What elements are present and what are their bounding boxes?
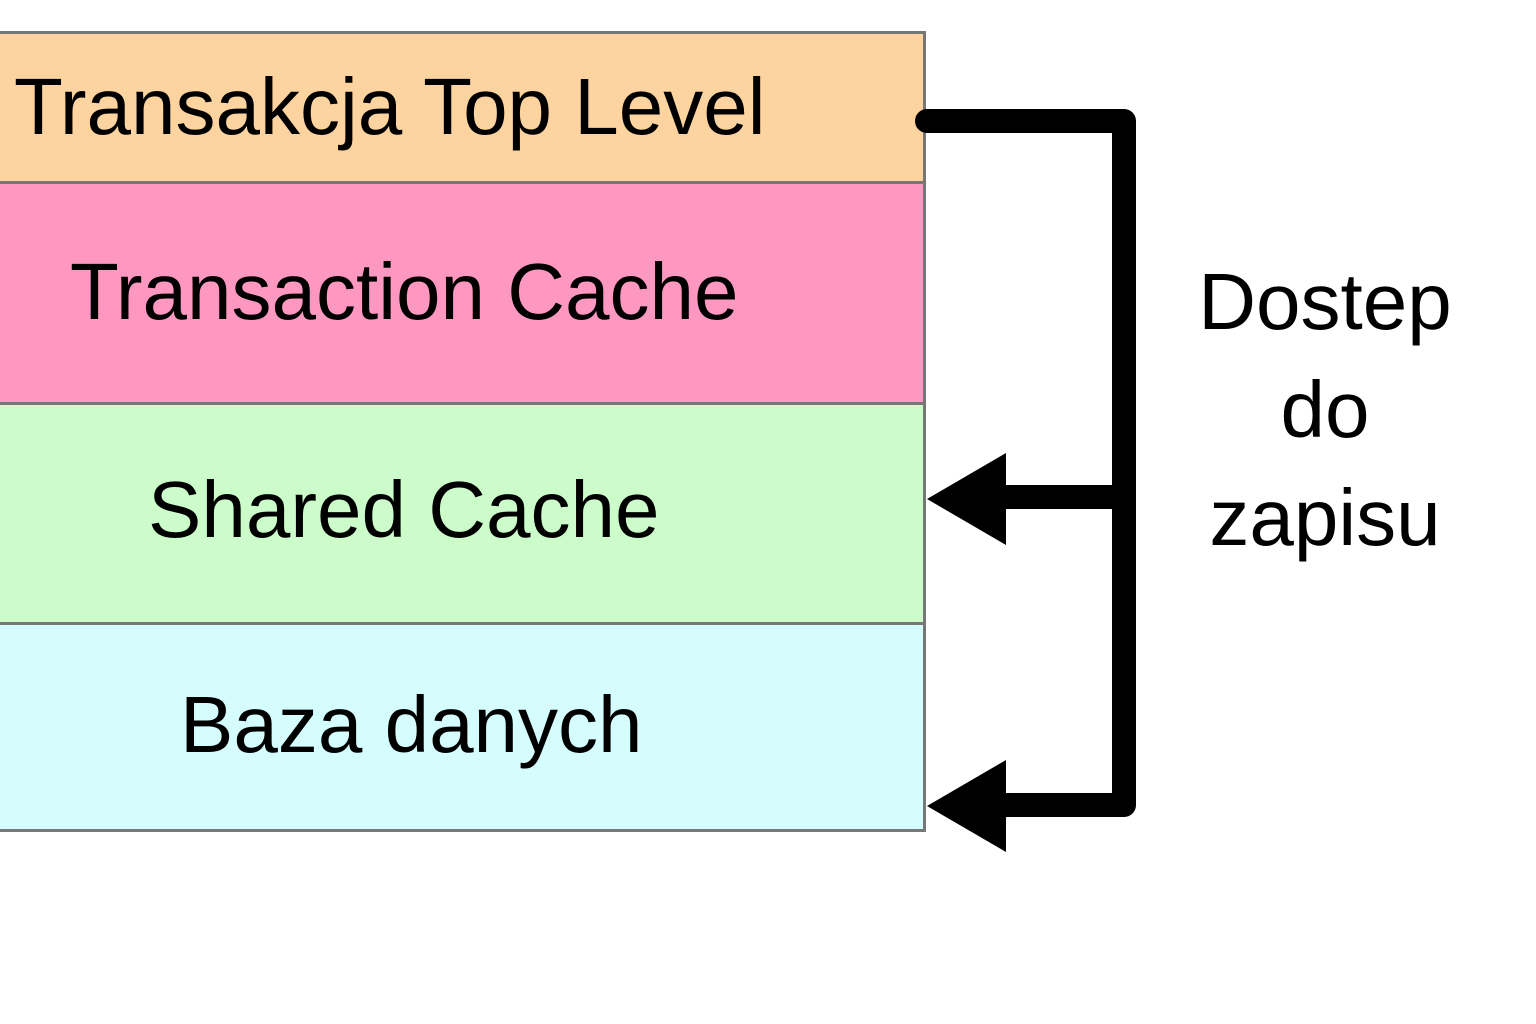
layer-transakcja-top-level: Transakcja Top Level	[0, 34, 923, 184]
arrow-to-shared-cache-icon	[927, 453, 1006, 545]
arrow-to-database-icon	[927, 760, 1006, 852]
write-access-label-line1: Dostep	[1198, 257, 1452, 346]
write-access-label-line2: do	[1280, 365, 1370, 454]
layer-transaction-cache: Transaction Cache	[0, 184, 923, 405]
layer-label: Shared Cache	[148, 465, 660, 554]
layer-shared-cache: Shared Cache	[0, 405, 923, 625]
layer-label: Transakcja Top Level	[14, 62, 766, 151]
layer-baza-danych: Baza danych	[0, 625, 923, 829]
layer-stack: Transakcja Top Level Transaction Cache S…	[0, 31, 926, 832]
connector-line	[915, 109, 1136, 817]
layer-label: Transaction Cache	[70, 247, 739, 336]
layer-label: Baza danych	[180, 680, 643, 769]
write-access-label: Dostep do zapisu	[1160, 248, 1490, 572]
write-access-label-line3: zapisu	[1209, 473, 1441, 562]
